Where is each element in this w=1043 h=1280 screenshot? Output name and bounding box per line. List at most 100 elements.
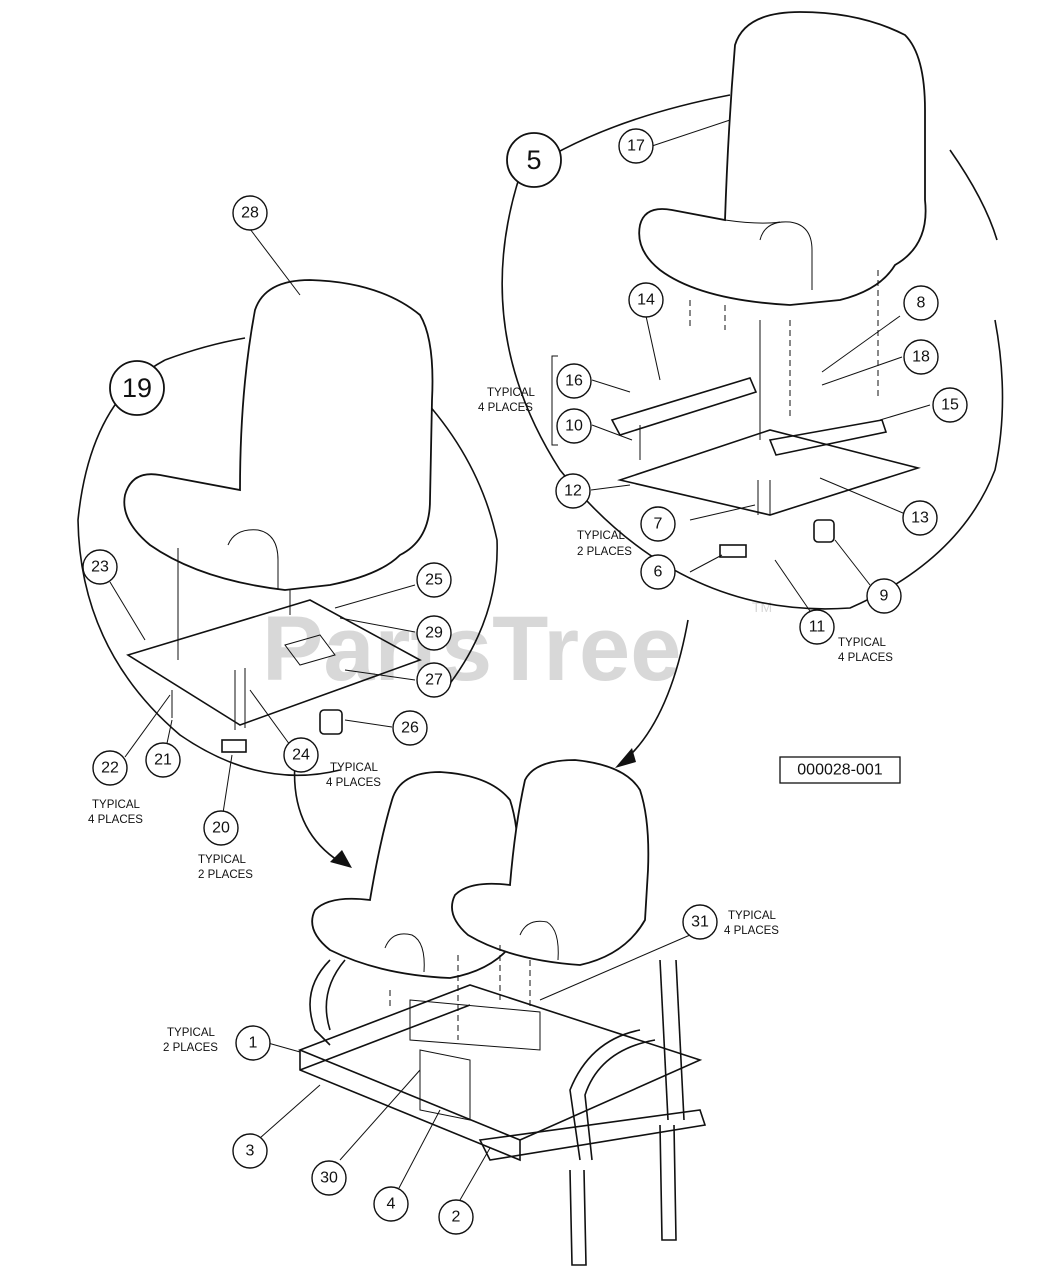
callout-2: 2 (438, 1199, 474, 1235)
note-typical-16: TYPICAL (487, 387, 536, 399)
callout-31: 31 (682, 904, 718, 940)
svg-text:29: 29 (425, 625, 443, 642)
bracket-20 (221, 739, 247, 753)
svg-text:6: 6 (654, 564, 663, 581)
svg-text:7: 7 (654, 516, 663, 533)
note-typical-31: TYPICAL (728, 910, 777, 922)
svg-text:24: 24 (292, 747, 310, 764)
note-typical-11: TYPICAL (838, 637, 887, 649)
note-4-places-26: 4 PLACES (326, 777, 381, 789)
callout-20: 20 (203, 810, 239, 846)
slide-rail-15 (768, 419, 888, 456)
note-2-places-7: 2 PLACES (577, 546, 632, 558)
svg-text:15: 15 (941, 397, 959, 414)
note-4-places-16: 4 PLACES (478, 402, 533, 414)
svg-text:25: 25 (425, 572, 443, 589)
seat-right-assembled (451, 759, 650, 966)
svg-text:9: 9 (880, 588, 889, 605)
callout-13: 13 (902, 500, 938, 536)
callout-26: 26 (392, 710, 428, 746)
callout-4: 4 (373, 1186, 409, 1222)
svg-text:4: 4 (387, 1196, 396, 1213)
seat-plate-12 (617, 429, 921, 516)
note-4-places-11: 4 PLACES (838, 652, 893, 664)
svg-text:17: 17 (627, 138, 645, 155)
callout-11: 11 (799, 609, 835, 645)
svg-text:3: 3 (246, 1143, 255, 1160)
svg-text:28: 28 (241, 205, 259, 222)
svg-text:5: 5 (526, 145, 541, 175)
bracket-6 (719, 544, 747, 558)
callout-27: 27 (416, 662, 452, 698)
seat-left-assembled (311, 771, 520, 979)
svg-text:16: 16 (565, 373, 583, 390)
svg-text:20: 20 (212, 820, 230, 837)
spacer-9 (813, 519, 835, 543)
svg-text:1: 1 (249, 1035, 258, 1052)
callout-21: 21 (145, 742, 181, 778)
seat-28 (123, 279, 434, 591)
seat-17 (638, 11, 927, 306)
note-4-places-21: 4 PLACES (88, 814, 143, 826)
arrow-detail-5 (624, 619, 689, 761)
callout-3: 3 (232, 1133, 268, 1169)
frame (297, 984, 703, 1141)
spacer-26 (319, 709, 343, 735)
svg-text:18: 18 (912, 349, 930, 366)
svg-text:27: 27 (425, 672, 443, 689)
callout-25: 25 (416, 562, 452, 598)
callout-6: 6 (640, 554, 676, 590)
callout-22: 22 (92, 750, 128, 786)
callout-14: 14 (628, 282, 664, 318)
callout-15: 15 (932, 387, 968, 423)
reference-number-box: 000028-001 (779, 756, 901, 784)
svg-text:30: 30 (320, 1170, 338, 1187)
callout-16: 16 (556, 363, 592, 399)
slide-rail-14 (610, 377, 758, 436)
cross-tube-2 (478, 1109, 707, 1161)
svg-text:23: 23 (91, 559, 109, 576)
svg-text:12: 12 (564, 483, 582, 500)
svg-text:10: 10 (565, 418, 583, 435)
notes: TYPICAL 4 PLACES TYPICAL 2 PLACES TYPICA… (88, 355, 893, 1054)
note-4-places-31: 4 PLACES (724, 925, 779, 937)
callout-28: 28 (232, 195, 268, 231)
leader-lines (109, 119, 931, 1201)
note-typical-7: TYPICAL (577, 530, 626, 542)
svg-text:11: 11 (809, 619, 826, 636)
note-typical-1: TYPICAL (167, 1027, 216, 1039)
svg-text:19: 19 (122, 373, 152, 403)
svg-text:000028-001: 000028-001 (797, 762, 883, 779)
note-typical-20: TYPICAL (198, 854, 247, 866)
arrow-detail-19 (293, 761, 341, 863)
svg-text:14: 14 (637, 292, 655, 309)
note-typical-21: TYPICAL (92, 799, 141, 811)
callout-5: 5 (506, 132, 562, 188)
note-2-places-20: 2 PLACES (198, 869, 253, 881)
callout-30: 30 (311, 1160, 347, 1196)
svg-text:22: 22 (101, 760, 119, 777)
svg-text:2: 2 (452, 1209, 461, 1226)
callouts: 1 2 3 4 5 6 7 8 9 10 11 12 13 14 15 16 1… (82, 128, 968, 1235)
callout-18: 18 (903, 339, 939, 375)
detail-circle-19 (77, 359, 341, 777)
callout-23: 23 (82, 549, 118, 585)
callout-24: 24 (283, 737, 319, 773)
callout-17: 17 (618, 128, 654, 164)
svg-text:13: 13 (911, 510, 929, 527)
callout-12: 12 (555, 473, 591, 509)
svg-text:8: 8 (917, 295, 926, 312)
callout-8: 8 (903, 285, 939, 321)
callout-7: 7 (640, 506, 676, 542)
svg-text:21: 21 (154, 752, 172, 769)
callout-19: 19 (109, 360, 165, 416)
detail-circle-5 (501, 174, 1004, 610)
seat-plate-23 (126, 599, 422, 726)
bracket-30 (409, 999, 541, 1051)
svg-text:31: 31 (691, 914, 709, 931)
callout-10: 10 (556, 408, 592, 444)
callout-9: 9 (866, 578, 902, 614)
callout-29: 29 (416, 615, 452, 651)
note-typical-26: TYPICAL (330, 762, 379, 774)
